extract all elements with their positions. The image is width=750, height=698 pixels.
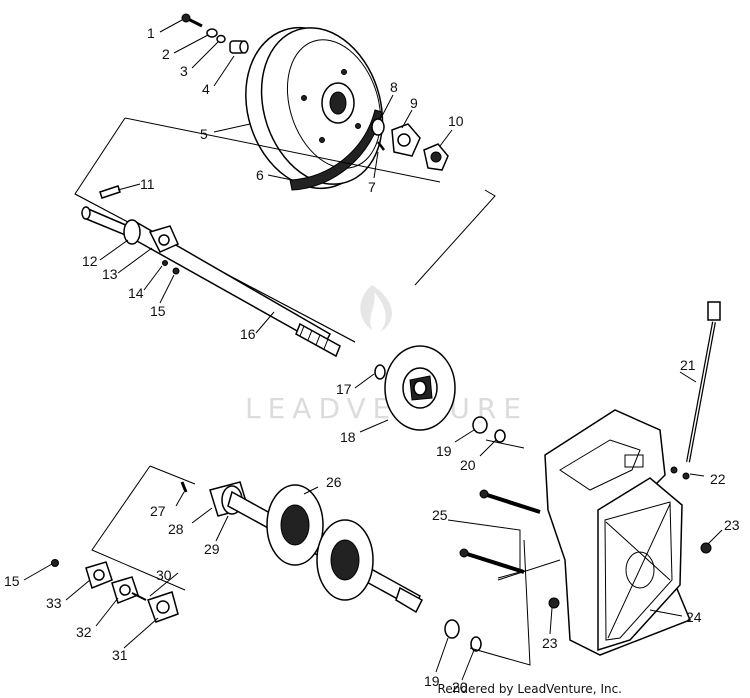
leader-lines (23, 19, 723, 681)
callout-11: 11 (140, 176, 155, 192)
callout-3: 3 (180, 63, 188, 79)
driven-pulley-assembly (181, 13, 449, 191)
jackshaft-assembly (81, 185, 341, 358)
callout-15: 15 (4, 573, 20, 589)
brake-disc-part (384, 345, 456, 431)
bearing-flange-part (391, 123, 421, 157)
callout-7: 7 (368, 179, 376, 195)
lock-washer-part (216, 34, 226, 44)
callout-21: 21 (680, 357, 696, 373)
bolt-part (479, 489, 541, 514)
bearing-part (472, 416, 488, 434)
callout-2: 2 (162, 46, 170, 62)
bearing-cover-part (423, 143, 449, 171)
drive-sprocket-part (266, 484, 374, 601)
callout-24: 24 (686, 609, 702, 625)
callout-20: 20 (460, 457, 476, 473)
dipstick-part (686, 301, 721, 463)
callout-33: 33 (46, 595, 62, 611)
callout-20: 20 (452, 679, 468, 695)
callout-8: 8 (390, 79, 398, 95)
bearing-flange-part (85, 561, 113, 590)
brake-disc-assembly (374, 345, 506, 443)
nut-part (51, 559, 59, 567)
callout-18: 18 (340, 429, 356, 445)
callout-22: 22 (710, 471, 726, 487)
watermark-flame-icon (360, 285, 392, 332)
chaincase-cover-part (597, 477, 683, 652)
key-part (99, 185, 121, 199)
screw-part (377, 141, 385, 151)
callout-26: 26 (326, 474, 342, 490)
screw-part (131, 592, 147, 601)
bearing-flange-part (147, 591, 179, 623)
snap-ring-part (374, 364, 386, 380)
drive-shaft-assembly (51, 465, 423, 623)
callout-31: 31 (112, 647, 128, 663)
washer-part (371, 118, 385, 136)
callout-4: 4 (202, 81, 210, 97)
bolt-part (459, 548, 525, 574)
callout-13: 13 (102, 266, 118, 282)
washer-part (494, 429, 506, 443)
nut-part (548, 597, 560, 609)
bolt-part (181, 13, 203, 28)
callout-19: 19 (436, 443, 452, 459)
chaincase-assembly (444, 301, 721, 666)
callout-5: 5 (200, 126, 208, 142)
callout-10: 10 (448, 113, 464, 129)
callout-29: 29 (204, 541, 220, 557)
nut-part (172, 267, 180, 275)
callout-1: 1 (147, 25, 155, 41)
dowel-part (670, 466, 690, 480)
callout-23: 23 (542, 635, 558, 651)
callout-17: 17 (336, 381, 352, 397)
screw-part (162, 260, 168, 266)
callout-15: 15 (150, 303, 166, 319)
screw-part (180, 481, 188, 493)
washer-part (206, 28, 218, 38)
callout-32: 32 (76, 624, 92, 640)
callout-14: 14 (128, 285, 144, 301)
callout-16: 16 (240, 326, 256, 342)
callout-6: 6 (256, 167, 264, 183)
bearing-flange-part (148, 225, 179, 253)
callout-30: 30 (156, 567, 172, 583)
drive-belt-part (289, 109, 383, 191)
callout-28: 28 (168, 521, 184, 537)
driven-sheave-part (245, 26, 384, 190)
callout-25: 25 (432, 507, 448, 523)
bearing-flange-part (111, 576, 139, 605)
washer-part (470, 636, 482, 652)
spacer-part (229, 40, 249, 54)
nut-part (700, 542, 712, 554)
callout-12: 12 (82, 253, 98, 269)
jackshaft-part (81, 206, 341, 358)
footer-credit: Rendered by LeadVenture, Inc. (437, 682, 622, 696)
bearing-part (444, 619, 460, 639)
bearing-part (123, 219, 141, 245)
callout-27: 27 (150, 503, 166, 519)
callout-labels: 1 2 3 4 5 6 7 8 9 10 11 12 13 14 15 16 1… (4, 25, 740, 695)
callout-9: 9 (410, 95, 418, 111)
callout-23: 23 (724, 517, 740, 533)
callout-19: 19 (424, 673, 440, 689)
